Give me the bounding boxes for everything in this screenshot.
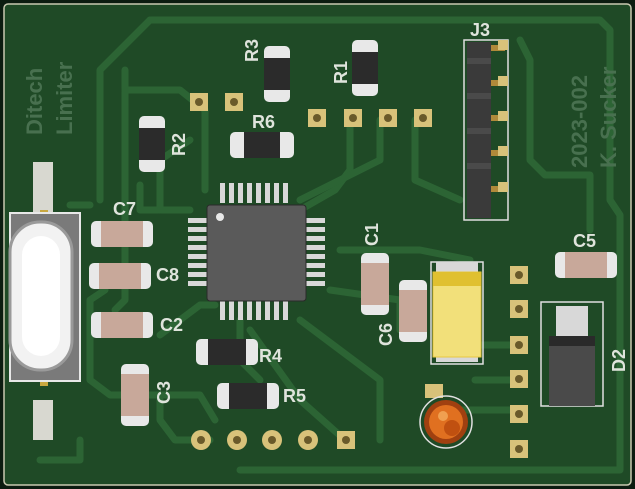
board-author: K. Sucker (596, 66, 621, 168)
label-c2: C2 (160, 315, 183, 335)
label-c8: C8 (156, 265, 179, 285)
capacitor-c5 (555, 252, 617, 278)
pad-column-right (510, 266, 528, 458)
capacitor-c2 (91, 312, 153, 338)
resistor-r3 (264, 46, 290, 102)
mcu-pin1-dot (216, 213, 224, 221)
mcu-pins-bottom (220, 300, 288, 320)
resistor-r6 (230, 132, 294, 158)
mcu-chip (188, 183, 325, 320)
capacitor-c6 (399, 280, 427, 342)
capacitor-c7 (91, 221, 153, 247)
label-r4: R4 (259, 346, 282, 366)
capacitor-c8 (89, 263, 151, 289)
mcu-body (206, 204, 307, 302)
board-title-line2: Limiter (52, 61, 77, 135)
diode-d2 (540, 301, 604, 407)
tantalum-capacitor (430, 261, 484, 365)
label-c5: C5 (573, 231, 596, 251)
mcu-pins-left (188, 218, 208, 286)
label-r6: R6 (252, 112, 275, 132)
resistor-r5 (217, 383, 279, 409)
pad-row-top (308, 109, 432, 127)
mcu-pins-top (220, 183, 288, 203)
resistor-r2 (139, 116, 165, 172)
status-led (419, 384, 473, 449)
mcu-pins-right (305, 218, 325, 286)
capacitor-c3 (121, 364, 149, 426)
copper-traces (36, 16, 624, 474)
label-d2: D2 (609, 349, 629, 372)
crystal (8, 162, 81, 440)
header-j3 (463, 39, 509, 221)
label-c6: C6 (376, 323, 396, 346)
label-c3: C3 (154, 381, 174, 404)
board-title-line1: Ditech (22, 68, 47, 135)
resistor-r4 (196, 339, 258, 365)
label-r2: R2 (169, 133, 189, 156)
label-j3: J3 (470, 20, 490, 40)
label-r1: R1 (331, 61, 351, 84)
label-c1: C1 (362, 223, 382, 246)
resistor-r1 (352, 40, 378, 96)
label-r5: R5 (283, 386, 306, 406)
board-revision: 2023-002 (567, 75, 592, 168)
label-r3: R3 (242, 39, 262, 62)
label-c7: C7 (113, 199, 136, 219)
pad-row-bottom (191, 430, 355, 450)
capacitor-c1 (361, 253, 389, 315)
pad-pair-top-left (190, 93, 243, 111)
